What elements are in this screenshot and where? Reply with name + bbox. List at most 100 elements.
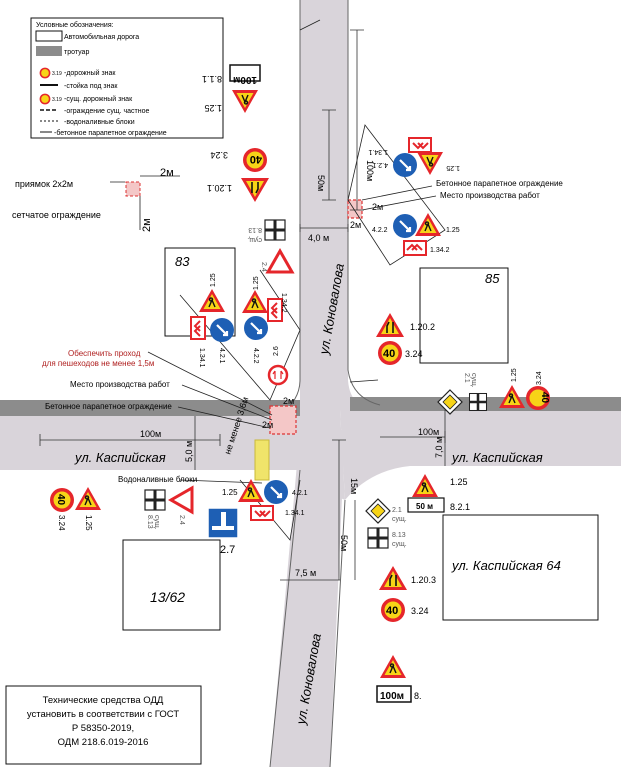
label-813-se: 8.13 bbox=[392, 532, 406, 539]
warn-sign-se-2 bbox=[379, 654, 407, 679]
dim-2m-c: 2м bbox=[283, 396, 294, 406]
dim-7m: 7,0 м bbox=[434, 437, 444, 458]
legend-item-sign: -дорожный знак bbox=[64, 69, 116, 77]
label-27-sw: 2.7 bbox=[220, 544, 235, 556]
speed-40-west: 40 bbox=[55, 494, 66, 506]
label-813-sw: 8.13 bbox=[146, 515, 153, 529]
label-324-e: 3.24 bbox=[405, 349, 423, 359]
dim-2m-b: 2м bbox=[350, 220, 361, 230]
dimension-lines bbox=[39, 29, 446, 581]
label-125b-nw: 1.25 bbox=[210, 273, 217, 287]
label-1203: 1.20.3 bbox=[411, 575, 436, 585]
label-24-nw: 2.4 bbox=[260, 262, 267, 272]
warn-sign-west bbox=[74, 486, 102, 511]
label-422-ne: 4.2.2 bbox=[372, 227, 388, 234]
road-konovalova-north bbox=[300, 0, 348, 380]
label-421-nw: 4.2.1 bbox=[218, 348, 225, 364]
warn-sign-se-1 bbox=[411, 473, 439, 498]
signs-north: 100м 8.1.1 1.25 40 3.24 1.20.1 bbox=[202, 64, 270, 203]
building-1362 bbox=[122, 539, 221, 631]
narrow-sign-se bbox=[378, 565, 408, 591]
label-324b-e: 3.24 bbox=[536, 371, 543, 385]
dim-15m: 15м bbox=[349, 478, 359, 494]
water-blocks bbox=[254, 439, 270, 481]
signs-southeast: 1.25 50 м 8.2.1 2.1 сущ. 8.13 сущ. 1.20.… bbox=[365, 473, 470, 703]
signs-northwest: 8.13 сущ. 2.4 1.25 1.34.2 4.2.2 1.25 1.3… bbox=[190, 218, 294, 386]
building-83-label: 83 bbox=[175, 254, 190, 269]
label-125-n: 1.25 bbox=[204, 103, 222, 113]
dim-2m-d: 2м bbox=[262, 420, 273, 430]
street-kaspiyskaya-east: ул. Каспийская bbox=[451, 450, 543, 465]
label-21-e: 2.1 bbox=[463, 373, 470, 383]
pit-label: приямок 2х2м bbox=[15, 179, 73, 189]
legend-item-parapet: -бетонное парапетное ограждение bbox=[54, 129, 167, 137]
label-1342-ne: 1.34.2 bbox=[430, 247, 450, 254]
blue-sign-nw-1 bbox=[242, 314, 270, 342]
label-811: 8.1.1 bbox=[202, 74, 222, 84]
label-125b-ne: 1.25 bbox=[446, 227, 460, 234]
signs-west: 40 3.24 1.25 bbox=[50, 486, 102, 531]
label-421-sw: 4.2.1 bbox=[292, 490, 308, 497]
speed-40-north: 40 bbox=[250, 153, 262, 165]
work-place-ne bbox=[347, 199, 363, 219]
label-821: 8.2.1 bbox=[450, 502, 470, 512]
blue-sign-ne-2 bbox=[391, 212, 419, 240]
building-1362-label: 13/62 bbox=[150, 589, 185, 605]
pit-box bbox=[125, 181, 141, 197]
label-813-nw: 8.13 bbox=[248, 226, 262, 233]
dim-100-north: 100м bbox=[365, 160, 375, 181]
ann-workplace-ne: Место производства работ bbox=[440, 191, 540, 200]
label-125-se: 1.25 bbox=[450, 477, 468, 487]
diamond-sign-se bbox=[365, 498, 391, 524]
warn-sign-ne-2 bbox=[414, 212, 442, 237]
warn-sign-nw-1 bbox=[241, 289, 269, 314]
chevron-nw-1 bbox=[267, 298, 283, 322]
legend: Условные обозначения: Автомобильная доро… bbox=[30, 17, 224, 139]
blue-plate-sw bbox=[207, 507, 239, 539]
note-line-1: Технические средства ОДД bbox=[43, 695, 164, 706]
note-box: Технические средства ОДД установить в со… bbox=[5, 685, 202, 765]
label-1341-sw: 1.34.1 bbox=[285, 510, 305, 517]
red-circle-nw bbox=[267, 364, 289, 386]
dim-50-north: 50м bbox=[316, 175, 326, 191]
small-dim-2m-a: 2м bbox=[160, 167, 174, 179]
plate-100m-north-text: 100м bbox=[233, 74, 257, 85]
label-324-se: 3.24 bbox=[411, 606, 429, 616]
label-324-n: 3.24 bbox=[210, 150, 228, 160]
label-125a-nw: 1.25 bbox=[253, 276, 260, 290]
small-legend: 2м 2м приямок 2х2м сетчатое ограждение bbox=[12, 167, 180, 232]
legend-item-road: Автомобильная дорога bbox=[64, 33, 139, 41]
ann-water-blocks: Водоналивные блоки bbox=[118, 475, 197, 484]
label-sush-e: сущ. bbox=[470, 373, 477, 388]
label-26-nw: 2.6 bbox=[273, 346, 280, 356]
ann-workplace-w: Место производства работ bbox=[70, 380, 170, 389]
note-line-4: ОДМ 218.6.019-2016 bbox=[58, 737, 149, 748]
crossplate-se bbox=[366, 526, 390, 550]
blue-sign-sw bbox=[262, 478, 290, 506]
label-421-ne: 4.2.1 bbox=[372, 161, 388, 168]
label-21-se: 2.1 bbox=[392, 507, 402, 514]
warn-sign-north bbox=[231, 89, 259, 114]
road-curb-lines bbox=[269, 0, 381, 768]
signs-northeast: 1.34.1 4.2.1 1.25 4.2.2 1.25 1.34.2 bbox=[368, 137, 460, 256]
ann-pedestrian-2: для пешеходов не менее 1,5м bbox=[42, 359, 154, 368]
signs-southwest: 8.13 сущ. 2.4 2.7 1.25 4.2.1 1.34.1 bbox=[143, 478, 308, 556]
label-125-e: 1.25 bbox=[511, 368, 518, 382]
plate-50m-text: 50 м bbox=[416, 502, 433, 511]
yield-sign-sw bbox=[169, 486, 194, 514]
label-8-se: 8. bbox=[414, 691, 422, 701]
street-kaspiyskaya-west: ул. Каспийская bbox=[74, 450, 166, 465]
ann-parapet-w: Бетонное парапетное ограждение bbox=[45, 402, 172, 411]
legend-title: Условные обозначения: bbox=[36, 21, 114, 29]
legend-item-existing-sign: -сущ. дорожный знак bbox=[64, 95, 133, 103]
label-sush-nw: сущ. bbox=[247, 236, 262, 243]
building-85-label: 85 bbox=[485, 271, 500, 286]
crossplate-nw bbox=[263, 218, 287, 242]
chevron-sw bbox=[250, 505, 274, 521]
ann-pedestrian-1: Обеспечить проход bbox=[68, 349, 141, 358]
dim-100-east: 100м bbox=[418, 427, 439, 437]
label-125-ne: 1.25 bbox=[446, 164, 460, 171]
road-kaspiyskaya-east bbox=[340, 410, 621, 500]
label-324-w: 3.24 bbox=[57, 515, 66, 531]
note-line-3: Р 58350-2019, bbox=[72, 723, 134, 734]
